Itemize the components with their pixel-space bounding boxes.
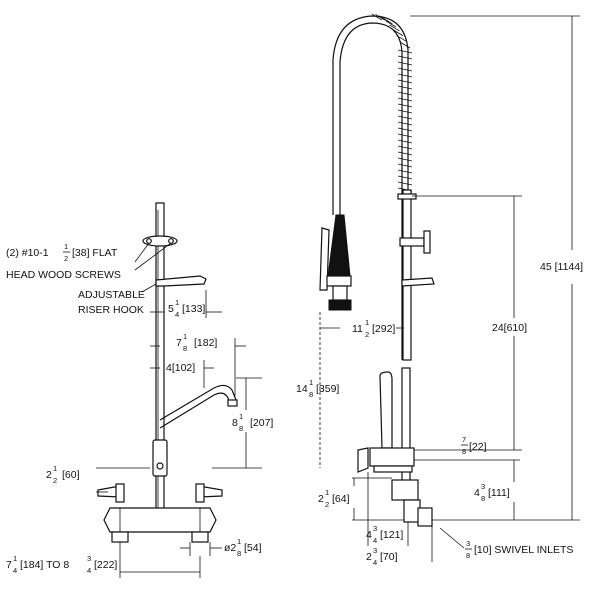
spray-face: [328, 299, 352, 311]
dim-head-height-den: 8: [309, 390, 313, 399]
dim-spout-height-den: 8: [239, 424, 243, 433]
right-riser-hook: [401, 277, 435, 287]
dim-inlet-offset-num: 3: [373, 546, 377, 555]
dim-valve-height-metric: [60]: [62, 469, 80, 481]
wall-bracket: [142, 235, 178, 247]
dim-centers-metric2: [222]: [94, 559, 117, 571]
dim-centers-whole1: 7: [6, 559, 12, 571]
right-wall-inlet: [191, 531, 209, 543]
riser-hook-callout-line2: RISER HOOK: [78, 304, 144, 316]
swivel-inlet: [417, 507, 433, 527]
dim-base-height-metric: [64]: [332, 493, 350, 505]
dim-hook-offset-den: 4: [175, 310, 179, 319]
faucet-body: [103, 507, 217, 533]
dim-riser-length: 24[610]: [492, 322, 527, 334]
dim-collar-num: 7: [462, 435, 466, 444]
dim-hook-offset-metric: [133]: [182, 303, 205, 315]
goose-valve: [379, 371, 393, 449]
right-lever-handle: [357, 447, 369, 473]
dim-inlet-offset-metric: [70]: [380, 551, 398, 563]
dim-body-reach-num: 3: [373, 524, 377, 533]
dim-base-height-den: 2: [325, 500, 329, 509]
dim-base-height-num: 1: [325, 488, 329, 497]
spout-connector: [152, 439, 168, 477]
dim-valve-height-num: 1: [53, 464, 57, 473]
dim-body-reach-whole: 4: [366, 529, 372, 541]
dim-swivel-den: 8: [466, 551, 470, 560]
dim-collar-metric: [22]: [469, 441, 487, 453]
left-wall-inlet: [111, 531, 129, 543]
swing-spout: [159, 384, 237, 421]
dim-spout-height-num: 1: [239, 412, 243, 421]
dim-head-height-whole: 14: [296, 383, 308, 395]
adjustable-riser-hook: [155, 275, 207, 287]
left-faucet-view: (2) #10-1 1 2 [38] FLAT HEAD WOOD SCREWS…: [6, 202, 273, 578]
right-faucet-body: [369, 447, 415, 467]
spray-trigger: [319, 227, 330, 291]
spout-aerator: [227, 399, 238, 407]
dim-valve-height-whole: 2: [46, 469, 52, 481]
dim-valve-height-den: 2: [53, 476, 57, 485]
dim-head-reach-metric: [292]: [372, 323, 395, 335]
dim-body-height-whole: 4: [474, 487, 480, 499]
screws-callout-suffix: [38] FLAT: [72, 247, 118, 259]
dim-swivel-num: 3: [466, 539, 470, 548]
hose-spring: [371, 13, 413, 198]
dim-spout-reach-metric: [182]: [194, 337, 217, 349]
dim-inlet-offset-den: 4: [373, 558, 377, 567]
screws-frac-num: 1: [64, 242, 68, 251]
dim-inlet-offset-whole: 2: [366, 551, 372, 563]
dim-head-reach-num: 1: [365, 318, 369, 327]
dim-spout-height-whole: 8: [232, 417, 238, 429]
screw-right: [168, 238, 174, 244]
dim-body-height-metric: [111]: [488, 487, 510, 499]
dim-centers-mid: [184] TO 8: [20, 559, 69, 571]
dim-body-reach-den: 4: [373, 536, 377, 545]
dim-inlet-dia-num: 1: [237, 537, 241, 546]
dim-body-height-den: 8: [481, 494, 485, 503]
dim-inlet-dia-den: 8: [237, 549, 241, 558]
spray-valve: [327, 214, 351, 277]
dim-head-height-num: 1: [309, 378, 313, 387]
dim-collar-den: 8: [462, 447, 466, 456]
riser-hook-callout-line1: ADJUSTABLE: [78, 289, 145, 301]
dim-hook-offset-num: 1: [175, 298, 179, 307]
dim-head-height-metric: [359]: [316, 383, 339, 395]
dim-centers-den1: 4: [13, 566, 17, 575]
screws-frac-den: 2: [64, 254, 68, 263]
dim-head-reach-whole: 11: [352, 323, 363, 335]
dim-spout-reach-den: 8: [183, 344, 187, 353]
dim-centers-num1: 1: [13, 554, 17, 563]
dim-body-height-num: 3: [481, 482, 485, 491]
right-riser-rod: [402, 189, 412, 361]
right-prerinse-view: 45 [1144] 24[610] 11 1 2 [292] 14 1 8 [3…: [296, 13, 583, 567]
dim-inlet-dia-metric: [54]: [244, 542, 262, 554]
right-lower-body: [391, 479, 419, 501]
flex-hose: [332, 15, 409, 360]
dim-body-reach-metric: [121]: [380, 529, 403, 541]
screws-callout-line1: (2) #10-1: [6, 247, 49, 259]
wall-bracket-right: [399, 237, 425, 247]
dim-overall-height: 45 [1144]: [540, 261, 583, 273]
dim-hook-offset-whole: 5: [168, 303, 174, 315]
screws-callout-line2: HEAD WOOD SCREWS: [6, 269, 121, 281]
screw-left: [146, 238, 152, 244]
dim-base-height-whole: 2: [318, 493, 324, 505]
dim-inlet-dia-prefix: ø2: [224, 542, 236, 554]
dim-centers-den2: 4: [87, 566, 91, 575]
dim-spout-center: 4[102]: [166, 362, 195, 374]
dim-spout-height-metric: [207]: [250, 417, 273, 429]
dim-swivel-metric: [10] SWIVEL INLETS: [474, 544, 573, 556]
dim-spout-reach-whole: 7: [176, 337, 182, 349]
dim-centers-num2: 3: [87, 554, 91, 563]
dim-head-reach-den: 2: [365, 330, 369, 339]
dim-spout-reach-num: 1: [183, 332, 187, 341]
